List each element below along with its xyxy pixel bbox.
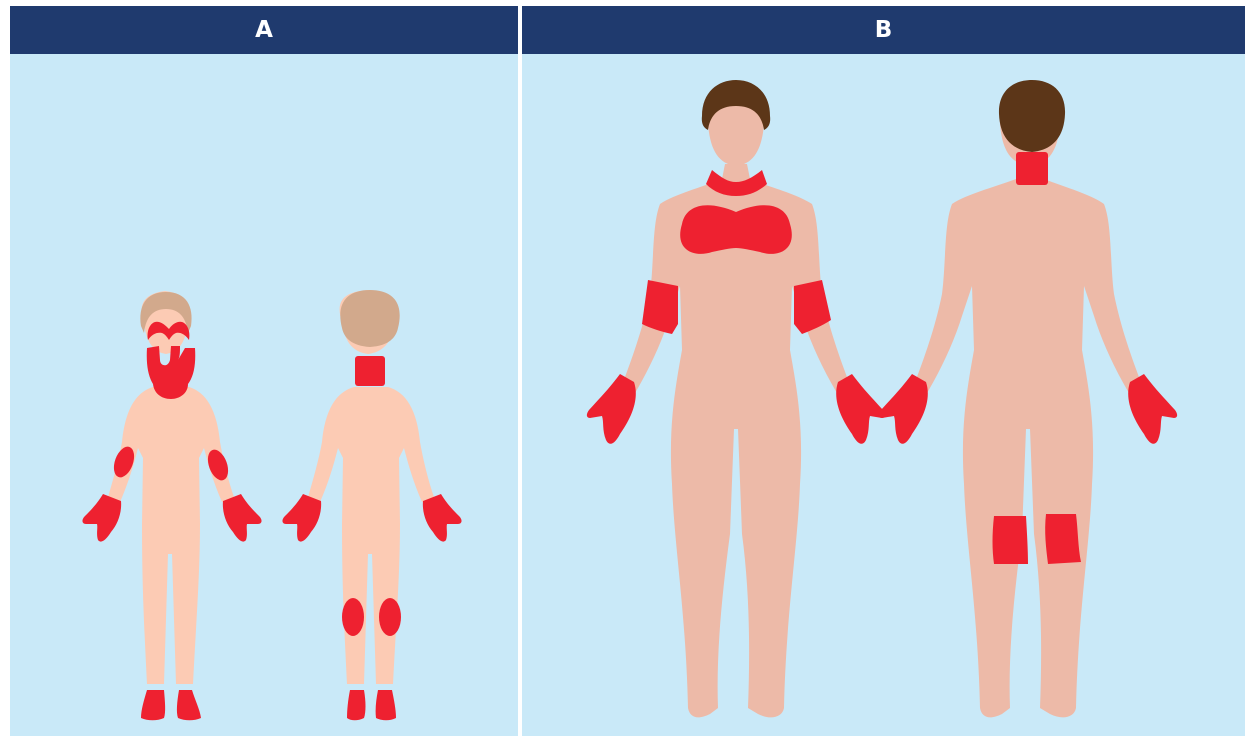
child-back-knee-right [379, 598, 401, 636]
panel-a: A [10, 6, 518, 736]
adult-front-figure [587, 80, 885, 717]
panel-b: B [522, 6, 1245, 736]
panel-b-header: B [522, 6, 1245, 54]
adult-front-hand-left [587, 374, 636, 444]
adult-back-body [912, 164, 1144, 717]
adult-back-hair [999, 80, 1065, 152]
child-back-neck-patch [355, 356, 385, 386]
child-front-hand-right [223, 494, 262, 542]
child-back-foot-right [376, 690, 396, 720]
adult-front-arm-band-left [642, 280, 678, 334]
child-back-body [308, 387, 434, 684]
child-back-foot-left [347, 690, 366, 720]
child-front-figure [82, 291, 261, 720]
adult-back-knee-band-right [1045, 514, 1081, 564]
adult-back-figure [879, 80, 1177, 717]
child-back-figure [282, 290, 461, 720]
panel-a-header: A [10, 6, 518, 54]
child-back-hair [340, 290, 399, 347]
child-figures [10, 54, 518, 736]
adult-front-hand-right [836, 374, 885, 444]
adult-front-chest-patch [680, 205, 792, 254]
adult-figures [522, 54, 1245, 736]
adult-back-hand-right [1128, 374, 1177, 444]
child-back-hand-right [423, 494, 462, 542]
child-front-body [108, 387, 234, 684]
child-back-knee-left [342, 598, 364, 636]
child-front-foot-left [141, 690, 165, 720]
panel-a-label: A [255, 17, 273, 43]
adult-back-knee-band-left [993, 516, 1029, 564]
panel-b-label: B [875, 17, 893, 43]
adult-back-hand-left [879, 374, 928, 444]
child-back-hand-left [282, 494, 321, 542]
child-front-foot-right [177, 690, 201, 720]
adult-back-neck-patch [1016, 152, 1048, 185]
child-front-hand-left [82, 494, 121, 542]
